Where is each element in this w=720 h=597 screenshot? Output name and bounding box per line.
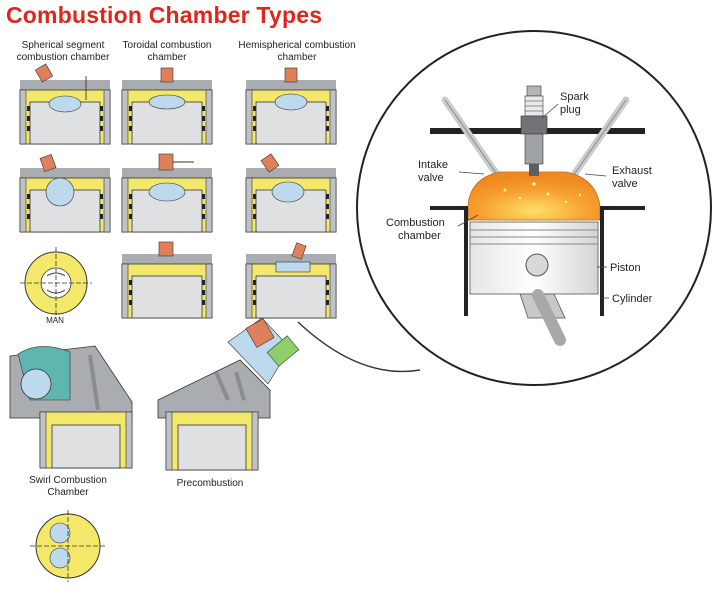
caption-man: MAN <box>46 316 64 325</box>
caption-swirl: Swirl Combustion Chamber <box>18 475 118 499</box>
caption-line: chamber <box>277 52 317 63</box>
toroidal-diagram-3 <box>121 241 213 319</box>
label-spark-plug-line1: Spark <box>560 91 589 103</box>
caption-line: Hemispherical combustion <box>238 40 356 51</box>
label-pointers <box>457 103 609 299</box>
caption-line: Swirl Combustion <box>29 475 107 486</box>
toroidal-diagram-2 <box>121 153 213 233</box>
hemispherical-diagram-2 <box>245 153 337 233</box>
man-chamber-top-view <box>20 247 92 319</box>
label-spark-plug-line2: plug <box>560 104 581 116</box>
spherical-segment-diagram-1 <box>19 63 111 145</box>
label-combustion-chamber-line2: chamber <box>398 230 441 242</box>
swirl-chamber-diagram <box>9 345 133 469</box>
caption-line: chamber <box>147 52 187 63</box>
label-combustion-chamber-line1: Combustion <box>386 217 445 229</box>
label-cylinder: Cylinder <box>612 293 653 305</box>
caption-precombustion: Precombustion <box>176 478 244 489</box>
hemispherical-diagram-3 <box>245 242 337 319</box>
spark-plug <box>520 85 548 176</box>
caption-line: Chamber <box>47 487 89 498</box>
label-piston: Piston <box>610 262 641 274</box>
caption-line: combustion chamber <box>16 52 110 63</box>
precombustion-diagram <box>157 317 300 471</box>
engine-detail-circle <box>356 30 712 386</box>
caption-toroidal: Toroidal combustion chamber <box>117 40 217 64</box>
caption-spherical: Spherical segment combustion chamber <box>8 40 118 64</box>
toroidal-diagram-1 <box>121 67 213 145</box>
caption-line: Spherical segment <box>21 40 105 51</box>
flame-sparks <box>503 182 582 204</box>
label-exhaust-valve-line2: valve <box>612 178 638 190</box>
caption-hemispherical: Hemispherical combustion chamber <box>226 40 368 64</box>
label-exhaust-valve-line1: Exhaust <box>612 165 652 177</box>
spherical-segment-diagram-2 <box>19 153 111 233</box>
piston <box>469 221 599 346</box>
label-intake-valve-line2: valve <box>418 172 444 184</box>
hemispherical-diagram-1 <box>245 67 337 145</box>
swirl-chamber-top-view <box>30 510 106 582</box>
page-title: Combustion Chamber Types <box>6 2 323 28</box>
connector-curve <box>297 321 421 373</box>
caption-line: Toroidal combustion <box>122 40 212 51</box>
label-intake-valve-line1: Intake <box>418 159 448 171</box>
